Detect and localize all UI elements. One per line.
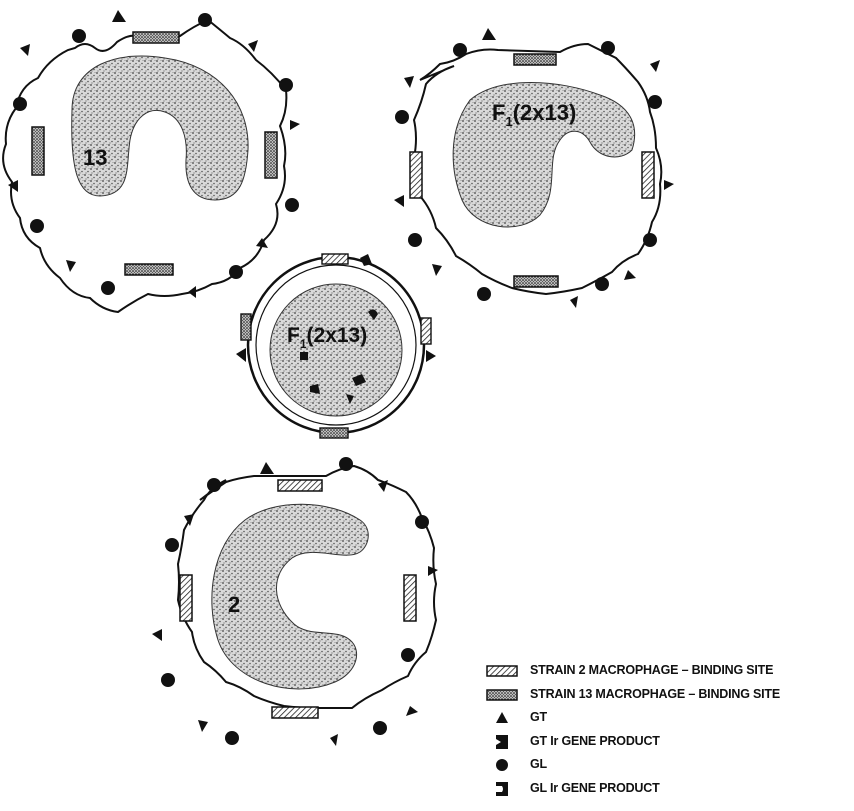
circle-icon <box>486 756 520 774</box>
gl-dots <box>13 13 299 295</box>
triangle-icon <box>486 709 520 727</box>
legend-item: STRAIN 13 MACROPHAGE – BINDING SITE <box>486 684 852 708</box>
strain-2-macrophage: 2 <box>152 457 438 746</box>
strain-13-binding-site <box>320 428 348 438</box>
strain-2-binding-site-icon <box>486 662 520 680</box>
gl-ir-gene-product-icon <box>486 780 520 798</box>
strain-13-binding-site <box>241 314 251 340</box>
legend-item: GT <box>486 707 852 731</box>
strain-label: F1(2x13) <box>492 100 576 129</box>
legend: STRAIN 2 MACROPHAGE – BINDING SITE STRAI… <box>486 660 852 802</box>
strain-label: 2 <box>228 592 240 617</box>
strain-label: F1(2x13) <box>287 324 367 351</box>
legend-item: GT Ir GENE PRODUCT <box>486 731 852 755</box>
legend-label: GL <box>530 757 547 771</box>
f1-macrophage-top: F1(2x13) <box>394 28 674 308</box>
legend-item: GL Ir GENE PRODUCT <box>486 778 852 802</box>
strain-13-binding-site-icon <box>486 686 520 704</box>
legend-label: GT Ir GENE PRODUCT <box>530 734 660 748</box>
strain-13-binding-site <box>125 264 173 275</box>
nucleus <box>72 56 248 200</box>
legend-label: STRAIN 13 MACROPHAGE – BINDING SITE <box>530 687 780 701</box>
strain-2-binding-site <box>404 575 416 621</box>
legend-item: GL <box>486 754 852 778</box>
legend-item: STRAIN 2 MACROPHAGE – BINDING SITE <box>486 660 852 684</box>
strain-13-binding-site <box>265 132 277 178</box>
legend-label: STRAIN 2 MACROPHAGE – BINDING SITE <box>530 663 773 677</box>
gt-ir-gene-product-icon <box>486 733 520 751</box>
f1-macrophage-center: F1(2x13) <box>236 254 436 438</box>
strain-2-binding-site <box>278 480 322 491</box>
strain-13-binding-site <box>514 54 556 65</box>
strain-label: 13 <box>83 145 107 170</box>
strain-2-binding-site <box>642 152 654 198</box>
strain-13-macrophage: 13 <box>3 10 300 312</box>
strain-2-binding-site <box>180 575 192 621</box>
strain-13-binding-site <box>514 276 558 287</box>
strain-13-binding-site <box>133 32 179 43</box>
nucleus <box>270 284 402 416</box>
strain-2-binding-site <box>322 254 348 264</box>
strain-13-binding-site <box>32 127 44 175</box>
strain-2-binding-site <box>410 152 422 198</box>
legend-label: GL Ir GENE PRODUCT <box>530 781 660 795</box>
strain-2-binding-site <box>272 707 318 718</box>
strain-2-binding-site <box>421 318 431 344</box>
legend-label: GT <box>530 710 547 724</box>
